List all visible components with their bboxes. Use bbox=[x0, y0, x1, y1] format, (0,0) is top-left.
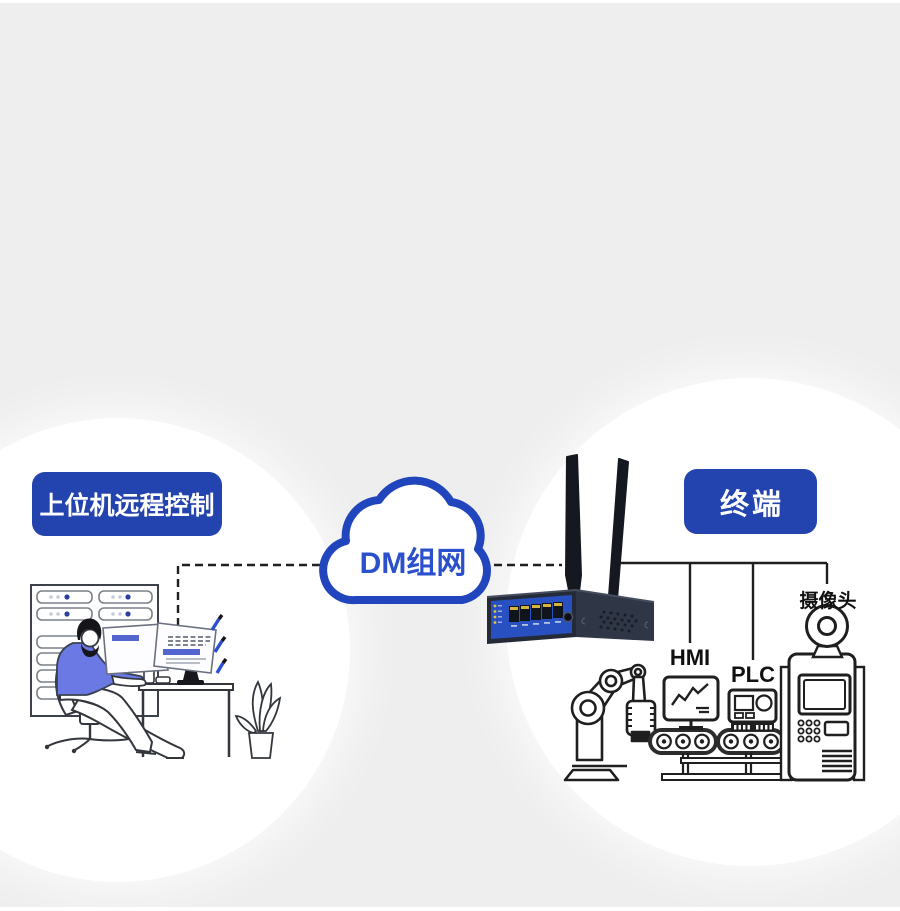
top-white-strip bbox=[0, 0, 900, 3]
robot-arm-icon bbox=[563, 663, 657, 782]
face bbox=[80, 628, 100, 648]
cloud-icon bbox=[319, 476, 491, 605]
dual-monitors bbox=[102, 613, 228, 685]
seated-person bbox=[56, 618, 186, 759]
router-antennas bbox=[565, 454, 629, 613]
conveyor-icon bbox=[648, 728, 796, 781]
beard bbox=[81, 643, 99, 657]
industrial-router-illustration bbox=[486, 454, 655, 644]
plc-icon bbox=[727, 688, 778, 731]
router-ethernet-ports bbox=[509, 602, 563, 627]
factory-illustration bbox=[563, 604, 866, 782]
router-power-jack bbox=[562, 611, 574, 623]
router-led-indicators bbox=[493, 604, 502, 624]
cloud-network-label: DM组网 bbox=[359, 547, 467, 580]
solid-link-lines bbox=[620, 561, 829, 660]
hmi-monitor-icon bbox=[662, 675, 720, 730]
rack-status-leds bbox=[49, 594, 131, 617]
hand bbox=[110, 674, 147, 687]
right-monitor bbox=[153, 622, 217, 674]
pen-marks bbox=[210, 613, 228, 674]
cnc-machine-icon bbox=[779, 652, 866, 782]
bottom-white-strip bbox=[0, 907, 900, 911]
near-leg bbox=[59, 687, 154, 754]
camera-device-label: 摄像头 bbox=[799, 591, 857, 612]
hmi-device-label: HMI bbox=[669, 645, 711, 670]
host-control-label: 上位机远程控制 bbox=[32, 472, 222, 536]
webcam-icon bbox=[805, 604, 849, 659]
router-side-vents bbox=[599, 610, 638, 633]
plant-icon bbox=[234, 679, 282, 759]
plc-device-label: PLC bbox=[731, 662, 775, 687]
terminal-label: 终端 bbox=[684, 469, 817, 534]
router-side-face bbox=[576, 590, 654, 641]
operator-workstation-illustration bbox=[30, 584, 282, 759]
hair bbox=[77, 618, 102, 640]
